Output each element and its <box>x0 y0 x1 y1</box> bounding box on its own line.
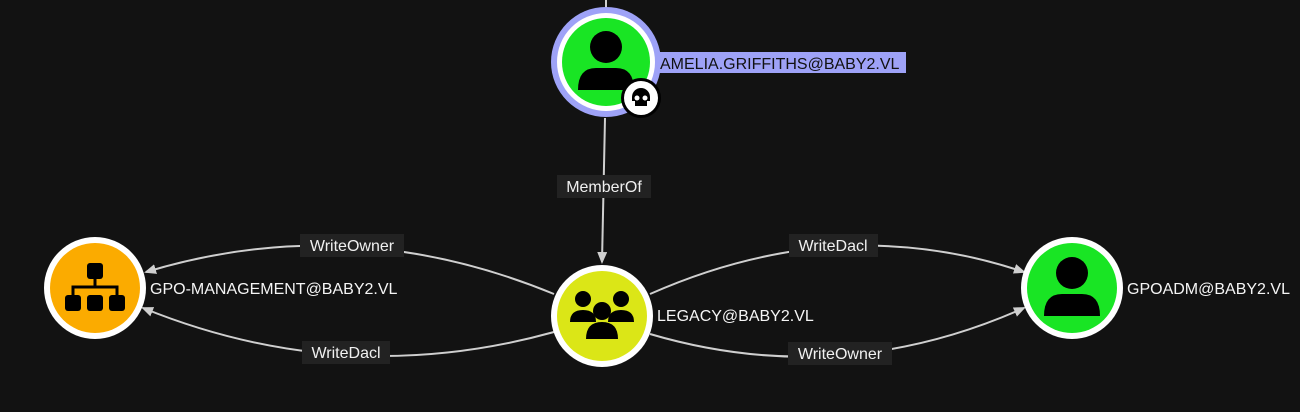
node-label: GPO-MANAGEMENT@BABY2.VL <box>150 281 398 298</box>
edge-label-writeowner-gpoadm[interactable]: WriteOwner <box>788 342 892 365</box>
svg-text:WriteOwner: WriteOwner <box>798 346 883 363</box>
user-icon <box>1044 257 1100 316</box>
edge-label-memberof[interactable]: MemberOf <box>557 175 651 198</box>
user-icon <box>578 31 634 90</box>
node-label: LEGACY@BABY2.VL <box>657 308 814 325</box>
edge-label-writeowner-gpo[interactable]: WriteOwner <box>300 234 404 257</box>
svg-text:WriteDacl: WriteDacl <box>798 238 867 255</box>
svg-text:WriteOwner: WriteOwner <box>310 238 395 255</box>
node-amelia-griffiths[interactable]: AMELIA.GRIFFITHS@BABY2.VL <box>551 7 906 118</box>
node-label: GPOADM@BABY2.VL <box>1127 281 1290 298</box>
node-legacy[interactable]: LEGACY@BABY2.VL <box>551 265 814 367</box>
node-label: AMELIA.GRIFFITHS@BABY2.VL <box>660 56 900 73</box>
edge-label-writedacl-gpo[interactable]: WriteDacl <box>302 341 390 364</box>
edge-label-writedacl-gpoadm[interactable]: WriteDacl <box>789 234 878 257</box>
node-gpoadm[interactable]: GPOADM@BABY2.VL <box>1021 237 1290 339</box>
skull-icon <box>621 78 661 118</box>
svg-text:MemberOf: MemberOf <box>566 179 642 196</box>
org-unit-icon <box>65 263 125 311</box>
group-icon <box>570 291 634 339</box>
svg-text:WriteDacl: WriteDacl <box>311 345 380 362</box>
node-gpo-management[interactable]: GPO-MANAGEMENT@BABY2.VL <box>44 237 398 339</box>
